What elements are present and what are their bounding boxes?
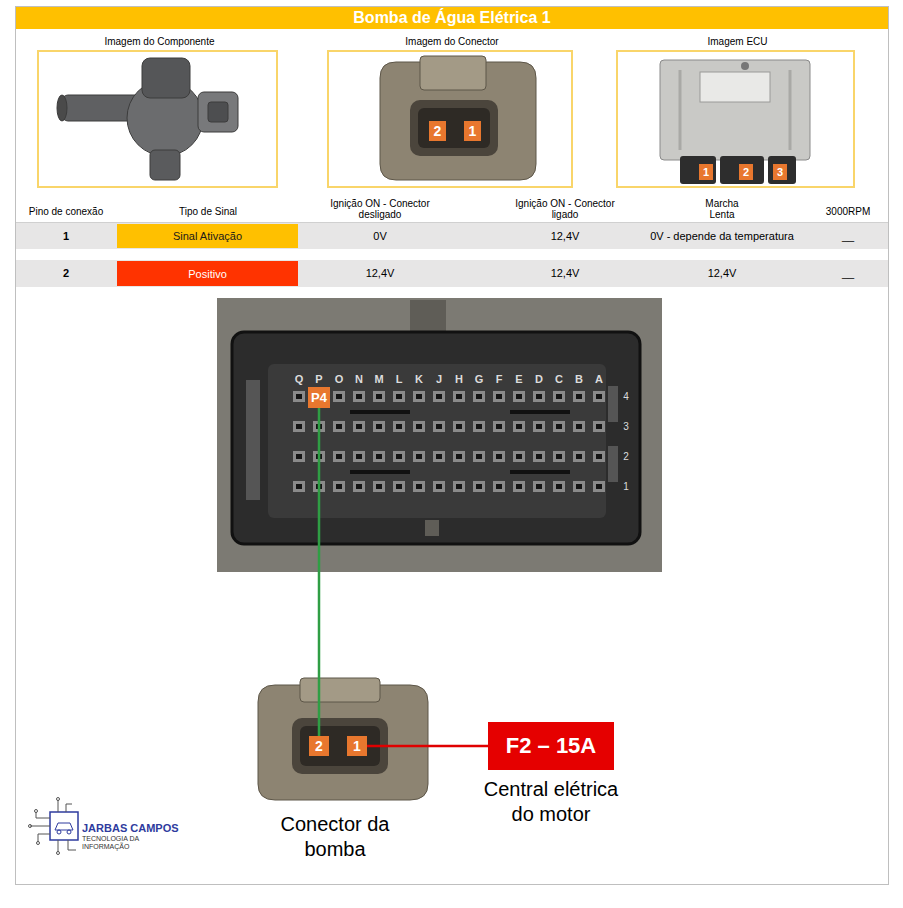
row-number: 1 — [620, 480, 632, 493]
table-cell: __ — [833, 229, 863, 243]
panel-caption: Imagem do Componente — [19, 36, 300, 48]
pin-tag: 1 — [464, 121, 481, 141]
image-panel: Imagem do Componente — [37, 50, 278, 188]
image-panel: Imagem do Conector21 — [327, 50, 573, 188]
pin-number: 2 — [434, 123, 442, 139]
pin-number: 3 — [777, 166, 783, 178]
page-frame — [16, 7, 889, 885]
logo-icon — [29, 798, 79, 855]
table-rule — [16, 222, 888, 223]
column-letter: L — [390, 372, 408, 386]
table-cell: 12,4V — [350, 266, 410, 280]
image-panel: Imagem ECU123 — [616, 50, 855, 188]
pin-number: 2 — [743, 166, 749, 178]
table-cell: __ — [833, 266, 863, 280]
table-header: Ignição ON - Conector ligado — [515, 198, 615, 220]
pin-tag: 2 — [309, 736, 329, 756]
wire — [367, 745, 488, 748]
panel-caption: Imagem do Conector — [309, 36, 595, 48]
column-letter: E — [510, 372, 528, 386]
table-header: Pino de conexão — [16, 205, 116, 218]
pin-tag: 3 — [773, 164, 787, 180]
signal-type: Positivo — [188, 268, 227, 280]
column-letter: K — [410, 372, 428, 386]
column-letter: B — [570, 372, 588, 386]
table-cell: 12,4V — [692, 266, 752, 280]
column-letter: M — [370, 372, 388, 386]
title-band — [16, 7, 888, 29]
table-cell: 2 — [51, 266, 81, 280]
table-cell: 0V - depende da temperatura — [627, 229, 817, 243]
column-letter: A — [590, 372, 608, 386]
pin-tag: 1 — [699, 164, 713, 180]
column-letter: N — [350, 372, 368, 386]
table-header: 3000RPM — [818, 205, 878, 218]
column-letter: H — [450, 372, 468, 386]
pin-tag: 1 — [347, 736, 367, 756]
table-header: Tipo de Sinal — [148, 205, 268, 218]
fuse-rating: F2 – 15A — [506, 733, 597, 759]
wire — [318, 408, 321, 736]
column-letter: P — [310, 372, 328, 386]
pin-tag: 2 — [739, 164, 753, 180]
fuse-caption: Central elétrica do motor — [471, 777, 631, 827]
pin-number: 1 — [469, 123, 477, 139]
connector-picture — [380, 56, 536, 180]
signal-type: Sinal Ativação — [173, 230, 242, 242]
fuse-box: F2 – 15ACentral elétrica do motor — [488, 722, 614, 770]
pin-number: 1 — [353, 738, 361, 754]
column-letter: C — [550, 372, 568, 386]
title-text: Bomba de Água Elétrica 1 — [16, 7, 888, 29]
table-header: Marcha Lenta — [692, 198, 752, 220]
pin-number: P4 — [311, 390, 327, 405]
logo-name: JARBAS CAMPOS — [82, 821, 192, 835]
table-cell: 12,4V — [535, 266, 595, 280]
signal-cell: Sinal Ativação — [117, 224, 298, 248]
table-header: Ignição ON - Conector desligado — [330, 198, 430, 220]
pin-tag: 2 — [429, 121, 446, 141]
column-letter: O — [330, 372, 348, 386]
column-letter: F — [490, 372, 508, 386]
connector-caption: Conector da bomba — [260, 812, 410, 862]
pump-picture — [57, 58, 238, 180]
table-row — [16, 223, 888, 249]
pin-number: 2 — [315, 738, 323, 754]
signal-cell: Positivo — [117, 261, 298, 286]
table-row — [16, 260, 888, 287]
table-cell: 1 — [51, 229, 81, 243]
row-number: 4 — [620, 390, 632, 403]
pin-number: 1 — [703, 166, 709, 178]
pin-tag: P4 — [308, 387, 330, 408]
column-letter: J — [430, 372, 448, 386]
ecu-picture — [660, 60, 810, 184]
panel-caption: Imagem ECU — [598, 36, 877, 48]
table-cell: 12,4V — [535, 229, 595, 243]
column-letter: G — [470, 372, 488, 386]
row-number: 3 — [620, 420, 632, 433]
column-letter: D — [530, 372, 548, 386]
pump-connector-photo — [258, 678, 428, 800]
row-number: 2 — [620, 450, 632, 463]
table-cell: 0V — [350, 229, 410, 243]
logo-tagline: TECNOLOGIA DA INFORMAÇÃO — [82, 835, 144, 851]
ecu-connector-photo — [217, 298, 662, 572]
column-letter: Q — [290, 372, 308, 386]
